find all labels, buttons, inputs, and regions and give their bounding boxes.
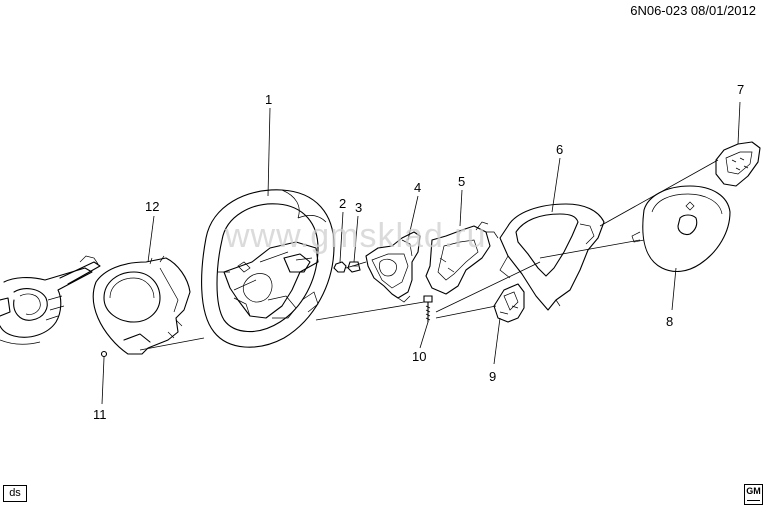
leader-2	[339, 211, 344, 263]
leader-8	[671, 267, 677, 311]
leader-5	[459, 189, 463, 227]
callout-5: 5	[458, 174, 466, 189]
part-2-nut	[333, 261, 347, 273]
part-9-left-switch	[493, 283, 525, 323]
steering-column	[0, 255, 101, 345]
callout-10: 10	[412, 349, 427, 364]
leader-12	[147, 215, 155, 263]
drawing-id: 6N06-023 08/01/2012	[630, 3, 756, 18]
gm-logo: GM	[744, 484, 763, 505]
leader-7	[737, 101, 741, 145]
leader-lines	[100, 101, 741, 405]
callout-3: 3	[355, 200, 363, 215]
callout-2: 2	[339, 196, 347, 211]
part-5-switch-bracket	[425, 221, 499, 295]
gm-logo-underline	[747, 499, 760, 501]
part-7-right-switch	[715, 141, 761, 187]
leader-6	[551, 157, 561, 213]
part-12-lower-trim-cover	[92, 255, 191, 355]
callout-11: 11	[93, 407, 107, 422]
part-6-trim-bezel	[499, 203, 605, 311]
gm-logo-text: GM	[746, 486, 761, 496]
part-10-screw	[423, 295, 433, 323]
ds-label: ds	[3, 485, 27, 502]
callout-12: 12	[145, 199, 160, 214]
part-4-upper-bracket	[365, 231, 421, 303]
callout-4: 4	[414, 180, 422, 195]
leader-4	[407, 195, 419, 241]
part-1-steering-wheel	[201, 189, 335, 348]
leader-11	[101, 357, 105, 405]
part-8-airbag-module	[631, 185, 731, 273]
leader-3	[353, 215, 359, 263]
watermark-text: www.gmsklad.ru	[225, 217, 487, 255]
callout-9: 9	[489, 369, 497, 384]
callout-1: 1	[265, 92, 273, 107]
callout-7: 7	[737, 82, 745, 97]
callout-8: 8	[666, 314, 674, 329]
leader-1	[267, 107, 271, 197]
callout-6: 6	[556, 142, 564, 157]
leader-9	[493, 317, 501, 365]
leader-10	[419, 321, 429, 349]
